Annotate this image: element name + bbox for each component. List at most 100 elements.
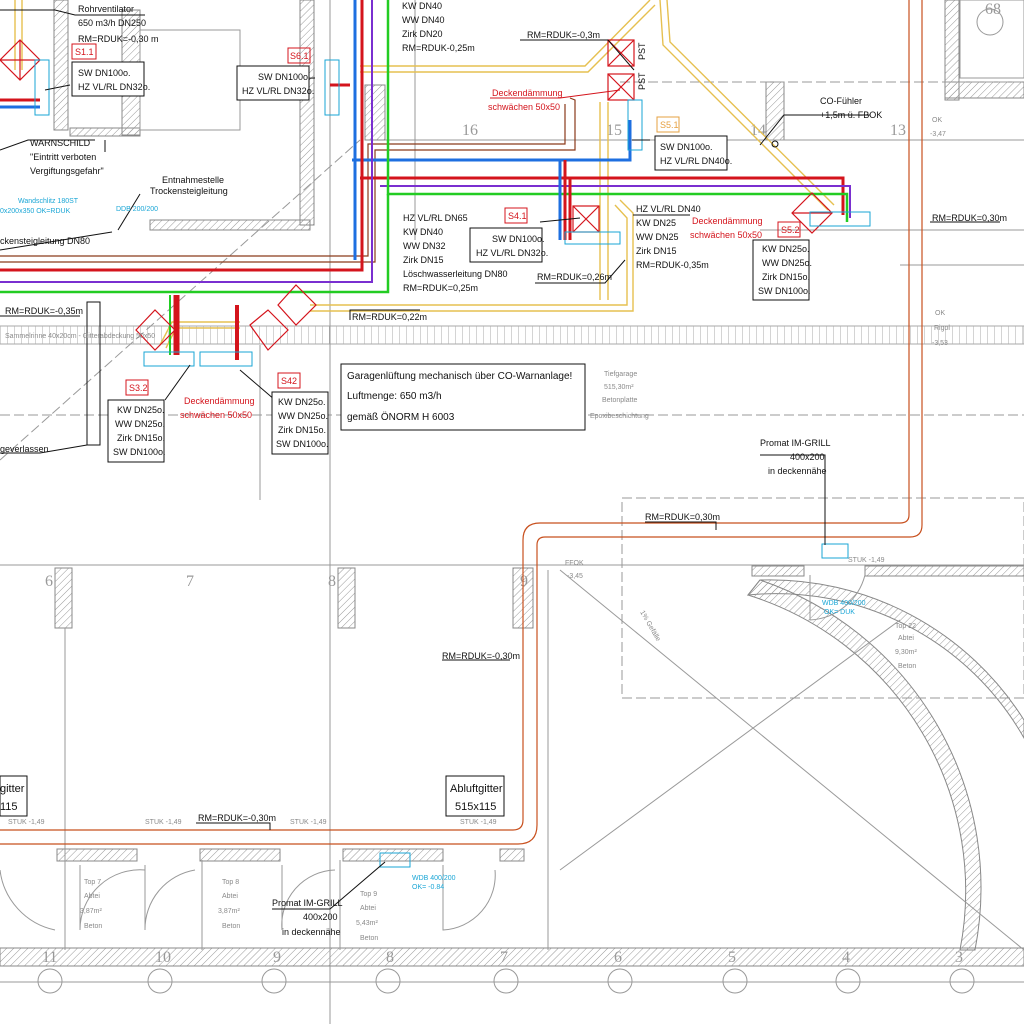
room-area: 9,30m² xyxy=(895,649,917,656)
height-label: RM=RDUK=0,30m xyxy=(932,213,1007,223)
insulation-note: schwächen 50x50 xyxy=(488,102,560,112)
shaft-label: SW DN100o. xyxy=(276,439,329,449)
shaft-tag: S3.2 xyxy=(129,383,148,393)
pipe-spec: RM=RDUK-0,35m xyxy=(636,260,709,270)
stuk-label: STUK -1,49 xyxy=(145,819,182,826)
shaft-tag: S6.1 xyxy=(290,51,309,61)
grid-axes: 11 10 9 8 7 6 5 4 3 68 16 15 14 13 6 7 8… xyxy=(37,1,1004,994)
grill-position: in deckennähe xyxy=(282,927,341,937)
wall-slot-label: 0x200x350 OK=RDUK xyxy=(0,208,71,215)
axis-label: 6 xyxy=(614,949,622,966)
room-label: Top 7 xyxy=(84,879,101,886)
dry-riser-label: Trockensteigleitung xyxy=(150,186,228,196)
shaft-label: Zirk DN15o. xyxy=(762,272,810,282)
wall-opening-label: WDB 400/200 xyxy=(412,875,456,882)
wall-slot-label: Wandschlitz 180ST xyxy=(18,198,79,205)
drainage-channel xyxy=(0,325,1024,345)
slope-label: 1% Gefälle xyxy=(638,610,661,643)
rigol-label: Rigol xyxy=(934,325,950,332)
shaft-label: HZ VL/RL DN32o. xyxy=(476,248,548,258)
wall-openings xyxy=(34,59,871,868)
level-value: -3,47 xyxy=(930,131,946,138)
ventilation-ducts xyxy=(14,0,835,349)
pipe-spec: RM=RDUK=0,25m xyxy=(403,283,478,293)
pipe-spec: KW DN40 xyxy=(402,1,442,11)
height-label: RM=RDUK=-0,30m xyxy=(442,651,520,661)
shaft-label: KW DN25o. xyxy=(762,244,810,254)
shaft-label: HZ VL/RL DN32o. xyxy=(242,86,314,96)
grill-size: 400x200 xyxy=(790,452,825,462)
shaft-label: SW DN100o. xyxy=(492,234,545,244)
axis-label: 4 xyxy=(842,949,850,966)
shaft-label: SW DN100o. xyxy=(258,72,311,82)
ventilation-airflow: Luftmenge: 650 m3/h xyxy=(347,391,442,402)
leader-lines xyxy=(0,9,1000,910)
shaft-label: SW DN100o. xyxy=(660,142,713,152)
shaft-label: KW DN25o. xyxy=(117,405,165,415)
shaft-label: HZ VL/RL DN32o. xyxy=(78,82,150,92)
wall-opening-label: WDB 400/200 xyxy=(822,600,866,607)
pipe-spec: KW DN40 xyxy=(403,227,443,237)
shaft-tag: S42 xyxy=(281,376,297,386)
fan-height: RM=RDUK=-0,30 m xyxy=(78,34,159,44)
garage-label: Tiefgarage xyxy=(604,371,637,378)
insulation-note: Deckendämmung xyxy=(184,396,255,406)
warning-sign-text: "Eintritt verboten xyxy=(30,152,96,162)
wall-opening-label: OK= DUK xyxy=(824,609,855,616)
wall-opening-label: DDB 200/200 xyxy=(116,206,158,213)
insulation-note: schwächen 50x50 xyxy=(690,230,762,240)
room-label: Top 22 xyxy=(895,623,916,630)
ventilation-note: Garagenlüftung mechanisch über CO-Warnan… xyxy=(347,371,572,382)
room-floor: Beton xyxy=(84,923,102,930)
grill-position: in deckennähe xyxy=(768,466,827,476)
room-number: 13 xyxy=(890,122,906,139)
pipe-spec: Löschwasserleitung DN80 xyxy=(403,269,508,279)
height-label: RM=RDUK=0,30m xyxy=(645,512,720,522)
garage-coating: Epoxibeschichtung xyxy=(590,413,649,420)
axis-label: 10 xyxy=(155,949,171,966)
room-label: Top 8 xyxy=(222,879,239,886)
shaft-label: WW DN25o. xyxy=(762,258,812,268)
warning-sign-title: WARNSCHILD xyxy=(30,138,91,148)
room-floor: Beton xyxy=(898,663,916,670)
insulation-note: schwächen 50x50 xyxy=(180,410,252,420)
shaft-label: SW DN100o. xyxy=(758,286,811,296)
level-value: -3,45 xyxy=(567,573,583,580)
level-value: -3,53 xyxy=(932,340,948,347)
pipe-spec: WW DN25 xyxy=(636,232,679,242)
stuk-label: STUK -1,49 xyxy=(8,819,45,826)
grill-size: 400x200 xyxy=(303,912,338,922)
room-number: 8 xyxy=(328,573,336,590)
grill-label: Promat IM-GRILL xyxy=(272,898,343,908)
co-sensor-label: CO-Fühler xyxy=(820,96,862,106)
dry-riser-pipe-label: ckensteigleitung DN80 xyxy=(0,236,90,246)
room-label: Abtei xyxy=(222,893,238,900)
height-label: RM=RDUK=-0,3m xyxy=(527,30,600,40)
axis-label: 9 xyxy=(273,949,281,966)
axis-label: 3 xyxy=(955,949,963,966)
level-label: OK xyxy=(935,310,945,317)
room-floor: Beton xyxy=(360,935,378,942)
height-label: RM=RDUK=0,22m xyxy=(352,312,427,322)
stuk-label: STUK -1,49 xyxy=(460,819,497,826)
pipe-spec: Zirk DN15 xyxy=(636,246,677,256)
height-label: RM=RDUK=-0,35m xyxy=(5,306,83,316)
pipe-spec: RM=RDUK-0,25m xyxy=(402,43,475,53)
axis-label: 5 xyxy=(728,949,736,966)
pipe-spec: WW DN32 xyxy=(403,241,446,251)
shaft-label: WW DN25o. xyxy=(115,419,165,429)
grill-label: Promat IM-GRILL xyxy=(760,438,831,448)
shaft-tag: S5.2 xyxy=(781,225,800,235)
height-label: RM=RDUK=-0,30m xyxy=(198,813,276,823)
level-label: FFOK xyxy=(565,560,584,567)
exhaust-grille-size: 115 xyxy=(0,801,18,813)
pipe-spec: HZ VL/RL DN40 xyxy=(636,204,701,214)
pipe-spec: Zirk DN15 xyxy=(403,255,444,265)
level-label: OK xyxy=(932,117,942,124)
fan-label: Rohrventilator xyxy=(78,4,134,14)
room-label: Top 9 xyxy=(360,891,377,898)
warning-sign-text: Vergiftungsgefahr" xyxy=(30,166,104,176)
ventilation-standard: gemäß ÖNORM H 6003 xyxy=(347,411,455,423)
